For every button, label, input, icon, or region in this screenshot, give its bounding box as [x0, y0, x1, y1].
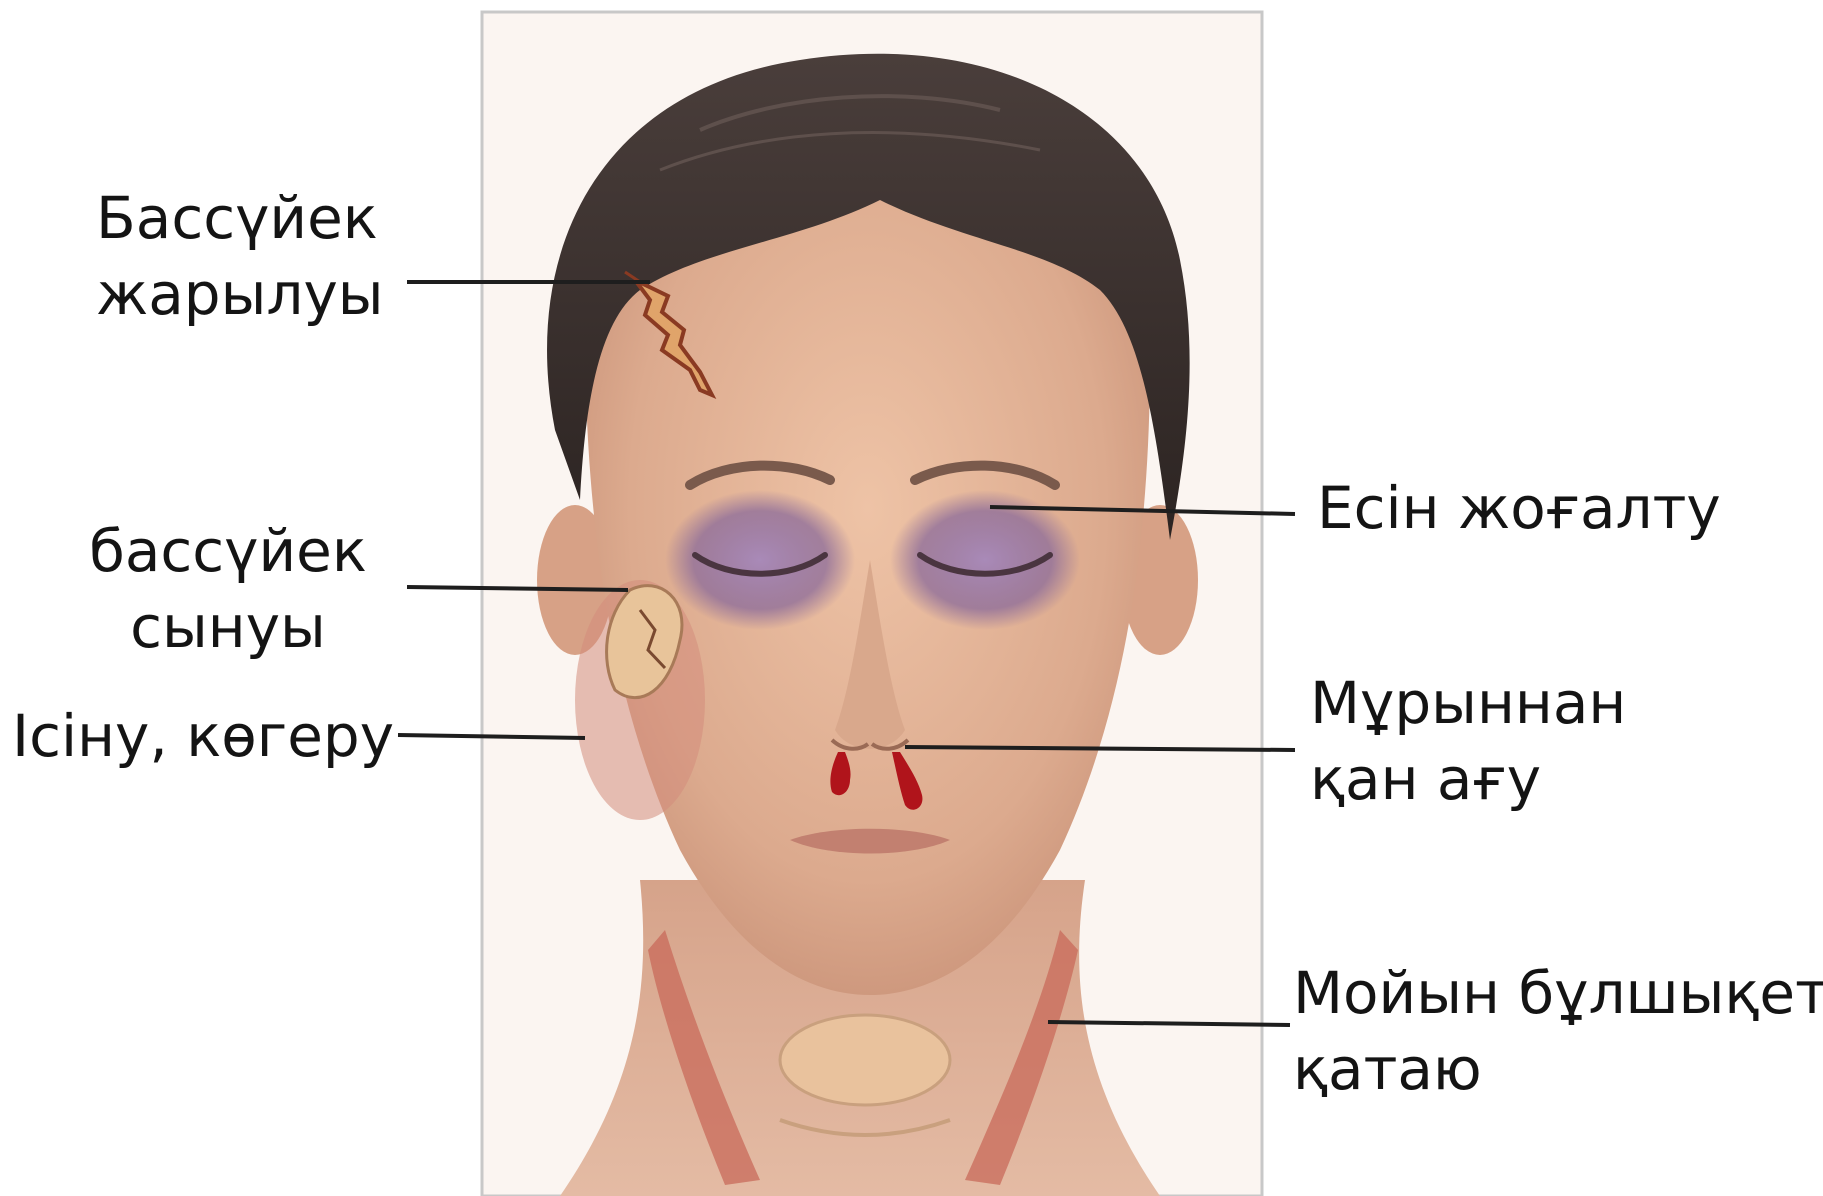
label-neck-stiffness-line1: Мойын бұлшықеті [1293, 955, 1823, 1031]
label-skull-fracture-line1: бассүйек [78, 513, 378, 589]
left-eye-bruise [665, 490, 855, 630]
label-nosebleed-line2: қан ағу [1310, 741, 1626, 817]
label-neck-stiffness-line2: қатаю [1293, 1031, 1823, 1107]
larynx [780, 1015, 950, 1105]
label-nosebleed-line1: Мұрыннан [1310, 665, 1626, 741]
label-neck-stiffness: Мойын бұлшықеті қатаю [1293, 955, 1823, 1107]
right-eye-bruise [890, 490, 1080, 630]
label-skull-fracture: бассүйек сынуы [78, 513, 378, 665]
label-skull-fracture-line2: сынуы [78, 589, 378, 665]
label-unconscious: Есін жоғалту [1317, 470, 1721, 546]
label-unconscious-line1: Есін жоғалту [1317, 470, 1721, 546]
label-swelling: Ісіну, көгеру [12, 698, 394, 774]
label-skull-crack-line1: Бассүйек [96, 180, 376, 256]
label-skull-crack-line2: жарылуы [96, 256, 376, 332]
label-nosebleed: Мұрыннан қан ағу [1310, 665, 1626, 817]
label-skull-crack: Бассүйек жарылуы [96, 180, 376, 332]
label-swelling-line1: Ісіну, көгеру [12, 698, 394, 774]
